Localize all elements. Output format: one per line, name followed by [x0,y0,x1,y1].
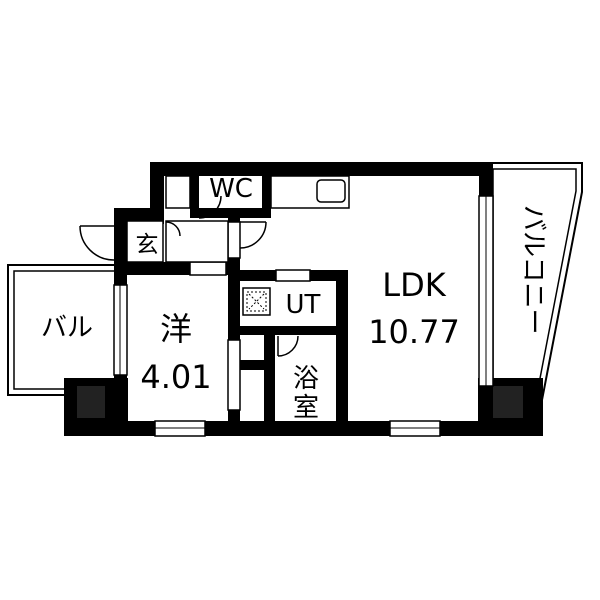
ldk-label: LDK [382,266,446,304]
bath-label-line2: 室 [293,393,319,423]
balcony-right-label: バルコニー [518,205,548,334]
western-room-area: 4.01 [140,358,211,396]
balcony-left [7,264,121,396]
entry-label: 玄 [136,232,159,258]
kitchen-counter [270,175,350,209]
wc-label: WC [209,174,253,204]
bath-label-line1: 浴 [293,364,319,394]
closet-partitions [227,221,241,411]
western-room-label: 洋 [160,310,192,348]
washer-icon [242,287,271,316]
windows [113,195,494,437]
balcony-left-label: バル [41,313,93,343]
door-swings [79,195,299,357]
utility-label: UT [286,290,321,320]
fixtures [126,175,229,263]
ldk-area: 10.77 [368,313,460,351]
structural-columns [77,386,523,418]
